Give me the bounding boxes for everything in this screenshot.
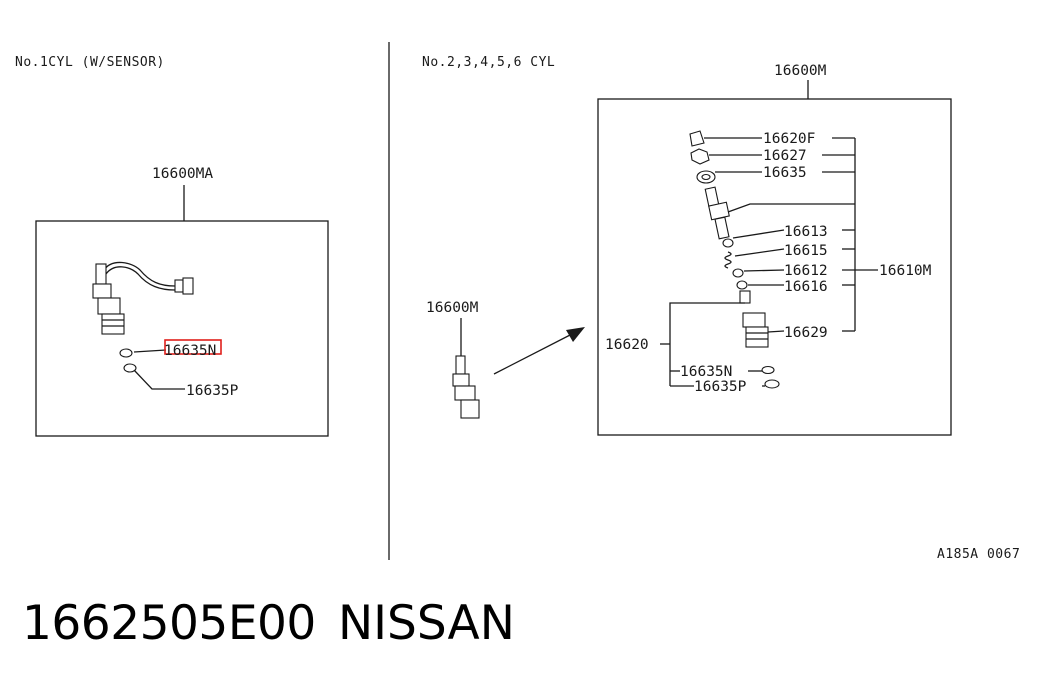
right-leader-lines bbox=[660, 137, 878, 387]
right-assembly-box bbox=[597, 98, 952, 436]
callout-16635p: 16635P bbox=[186, 383, 239, 399]
right-box-label: 16600M bbox=[774, 63, 827, 79]
callout-16616: 16616 bbox=[784, 279, 828, 295]
left-box-label: 16600MA bbox=[152, 166, 213, 182]
callout-16615: 16615 bbox=[784, 243, 828, 259]
callout-16620f: 16620F bbox=[763, 131, 815, 147]
callout-16620: 16620 bbox=[605, 337, 649, 353]
right-section-header: No.2,3,4,5,6 CYL bbox=[422, 55, 555, 70]
loose-part-label: 16600M bbox=[426, 300, 479, 316]
callout-16610m: 16610M bbox=[879, 263, 932, 279]
callout-16629: 16629 bbox=[784, 325, 828, 341]
reference-code: A185A 0067 bbox=[937, 547, 1020, 562]
callout-16612: 16612 bbox=[784, 263, 828, 279]
callout-16635n-highlighted: 16635N bbox=[164, 343, 216, 359]
callout-16635p-right: 16635P bbox=[694, 379, 747, 395]
left-section-header: No.1CYL (W/SENSOR) bbox=[15, 55, 165, 70]
sensor-injector-drawing bbox=[92, 261, 194, 373]
assembly-arrow bbox=[493, 333, 573, 375]
exploded-injector-parts bbox=[689, 130, 780, 389]
callout-16635n-right: 16635N bbox=[680, 364, 732, 380]
callout-16627: 16627 bbox=[763, 148, 807, 164]
part-number: 1662505E00 bbox=[22, 596, 316, 651]
loose-injector-drawing bbox=[452, 355, 480, 419]
brand-name: NISSAN bbox=[338, 596, 515, 651]
left-assembly-box bbox=[35, 220, 329, 437]
arrow-head bbox=[566, 327, 585, 342]
callout-16635: 16635 bbox=[763, 165, 807, 181]
highlight-box bbox=[164, 339, 222, 355]
callout-16613: 16613 bbox=[784, 224, 828, 240]
